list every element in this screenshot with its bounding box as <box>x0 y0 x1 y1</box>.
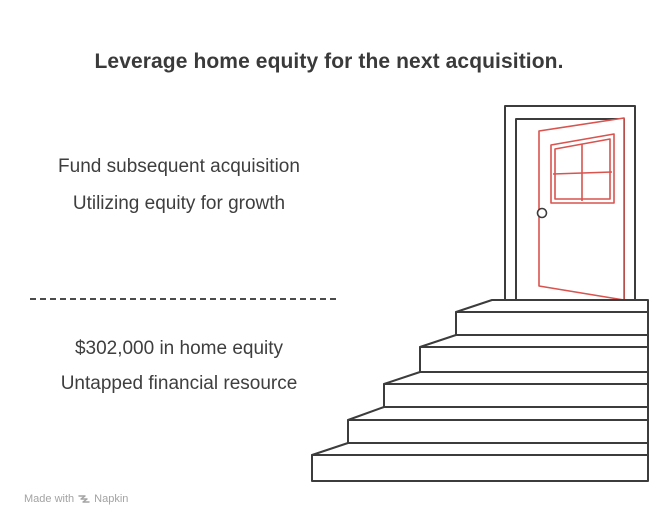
page-title: Leverage home equity for the next acquis… <box>94 50 564 73</box>
top-section-line-1: Fund subsequent acquisition <box>58 156 300 177</box>
door-window-icon <box>550 133 615 204</box>
footer-attribution: Made with Napkin <box>24 493 128 505</box>
door-knob-icon <box>536 207 548 219</box>
napkin-brand-label[interactable]: Napkin <box>94 493 129 505</box>
top-section-line-2: Utilizing equity for growth <box>72 193 286 214</box>
dashed-divider <box>30 298 336 300</box>
napkin-logo-icon <box>78 493 90 505</box>
staircase-icon <box>311 299 649 482</box>
bottom-section-line-1: $302,000 in home equity <box>74 338 284 359</box>
bottom-section-line-2: Untapped financial resource <box>60 373 298 394</box>
made-with-label: Made with <box>24 493 75 505</box>
